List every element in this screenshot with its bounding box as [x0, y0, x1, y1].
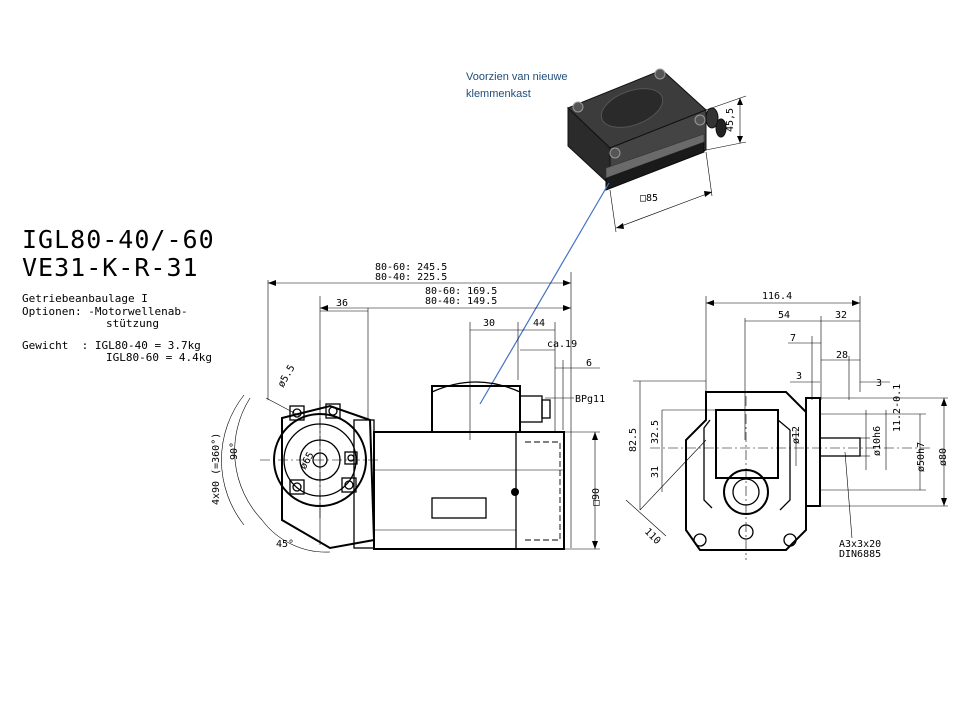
front-dim-1: 116.4 [762, 291, 792, 302]
side-dim-12: ø5.5 [276, 363, 298, 389]
side-dim-5: 36 [336, 298, 348, 309]
front-dim-15: ø50h7 [916, 442, 927, 472]
front-dim-9: 32.5 [650, 420, 661, 444]
side-dim-3: 80-60: 169.5 [425, 286, 497, 297]
annotation-line2: klemmenkast [466, 88, 531, 100]
side-dim-6: 30 [483, 318, 495, 329]
side-dim-4: 80-40: 149.5 [425, 296, 497, 307]
front-dim-18: DIN6885 [839, 549, 881, 560]
front-dim-11: 110 [642, 526, 663, 547]
dim-square-label: □85 [640, 193, 658, 204]
side-dim-1: 80-60: 245.5 [375, 262, 447, 273]
side-dim-10: BPg11 [575, 394, 605, 405]
title-line2: VE31-K-R-31 [22, 253, 199, 282]
annotation-leader-line [479, 182, 610, 405]
front-dim-8: 82.5 [628, 428, 639, 452]
dim-height-label: 45,5 [725, 108, 736, 132]
front-dim-17: A3x3x20 [839, 539, 881, 550]
side-dim-16: 45° [276, 539, 294, 550]
title-line1: IGL80-40/-60 [22, 225, 215, 254]
terminal-box-image [567, 68, 727, 191]
front-dim-12: ø12 [791, 426, 802, 444]
front-dim-7: 3 [876, 378, 882, 389]
spec-line5: IGL80-60 = 4.4kg [106, 351, 212, 364]
spec-line1: Getriebeanbaulage I [22, 292, 148, 305]
spec-line3: stützung [106, 317, 159, 330]
front-dim-4: 7 [790, 333, 796, 344]
front-dim-10: 31 [650, 466, 661, 478]
annotation-line1: Voorzien van nieuwe [466, 71, 568, 83]
side-dim-11: □90 [591, 488, 602, 506]
spec-line4: Gewicht : IGL80-40 = 3.7kg [22, 339, 201, 352]
front-dim-2: 54 [778, 310, 790, 321]
front-dim-3: 32 [835, 310, 847, 321]
side-dim-9: 6 [586, 358, 592, 369]
side-dim-8: ca.19 [547, 339, 577, 350]
front-dim-16: ø80 [938, 448, 949, 466]
side-dim-14: 4x90 (=360°) [211, 433, 222, 505]
front-dim-14: 11.2-0.1 [892, 384, 903, 432]
side-dim-15: 90° [229, 442, 240, 460]
front-dim-6: 3 [796, 371, 802, 382]
side-view: 80-60: 245.5 80-40: 225.5 80-60: 169.5 8… [211, 262, 605, 553]
terminal-box-dimensions: 45,5 □85 [609, 95, 747, 233]
front-dim-13: ø10h6 [872, 426, 883, 456]
side-dim-2: 80-40: 225.5 [375, 272, 447, 283]
spec-line2: Optionen: -Motorwellenab- [22, 305, 188, 318]
front-dim-5: 28 [836, 350, 848, 361]
front-view: 116.4 54 32 7 28 3 3 82.5 [625, 291, 949, 560]
side-dim-7: 44 [533, 318, 545, 329]
